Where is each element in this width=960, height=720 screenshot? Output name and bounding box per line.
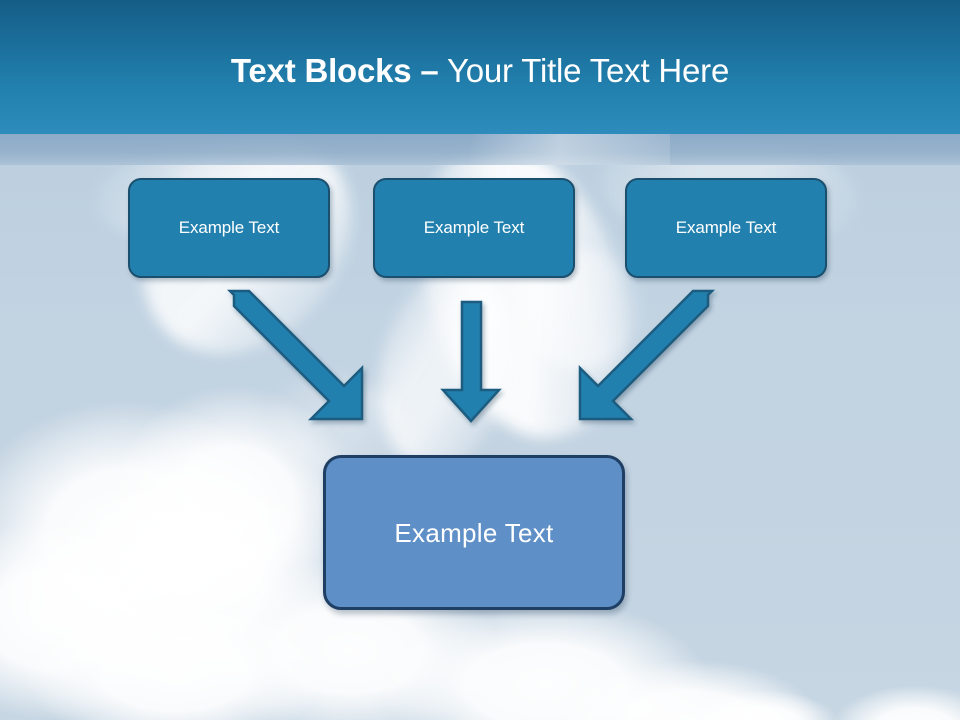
page-title-bold: Text Blocks – — [230, 52, 439, 89]
text-block-2[interactable]: Example Text — [373, 178, 575, 278]
text-block-3[interactable]: Example Text — [625, 178, 827, 278]
text-block-3-label: Example Text — [675, 218, 777, 237]
text-block-2-label: Example Text — [423, 218, 525, 237]
header-underband-highlight — [470, 134, 670, 165]
text-block-1[interactable]: Example Text — [128, 178, 330, 278]
title-bar: Text Blocks – Your Title Text Here — [0, 0, 960, 134]
page-title: Text Blocks – Your Title Text Here — [0, 52, 960, 90]
text-block-summary-label: Example Text — [394, 517, 554, 548]
text-block-1-label: Example Text — [178, 218, 280, 237]
text-block-summary[interactable]: Example Text — [323, 455, 625, 610]
page-title-regular: Your Title Text Here — [438, 52, 730, 89]
